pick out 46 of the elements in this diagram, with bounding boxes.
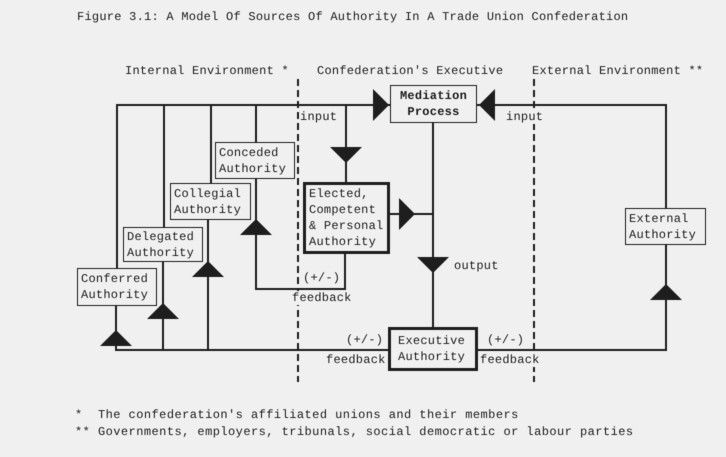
arrow bbox=[345, 89, 391, 121]
box-label: Mediation Process bbox=[398, 88, 468, 120]
box-label: Collegial Authority bbox=[174, 186, 242, 218]
connector-line bbox=[116, 104, 165, 269]
footnote: ** Governments, employers, tribunals, social democratic or labour parties bbox=[75, 425, 634, 439]
process-box bbox=[390, 85, 477, 123]
connector-line bbox=[210, 104, 257, 106]
box-label: Elected, Competent & Personal Authority bbox=[309, 186, 385, 250]
connector-line bbox=[162, 349, 209, 351]
box-label: Conferred Authority bbox=[81, 271, 150, 303]
arrow bbox=[389, 198, 434, 230]
arrow bbox=[330, 104, 362, 183]
sign-label: (+/-) bbox=[487, 333, 524, 347]
flow-label: output bbox=[454, 259, 499, 273]
connector-line bbox=[210, 104, 212, 184]
flow-label: feedback bbox=[292, 291, 352, 305]
box-label: Delegated Authority bbox=[127, 228, 196, 260]
connector-line bbox=[207, 349, 389, 351]
flow-label: input bbox=[506, 110, 544, 124]
figure-title: Figure 3.1: A Model Of Sources Of Authority In A Trade Union Confederation bbox=[77, 10, 628, 24]
box-label: External Authority bbox=[629, 210, 698, 242]
sign-label: (+/-) bbox=[303, 271, 340, 285]
arrow bbox=[477, 244, 682, 351]
process-box bbox=[388, 327, 478, 371]
arrow bbox=[192, 219, 224, 351]
process-box bbox=[77, 268, 157, 306]
arrow bbox=[417, 213, 449, 328]
connector-line bbox=[255, 104, 347, 106]
connector-line bbox=[255, 104, 257, 143]
box-label: Conceded Authority bbox=[219, 144, 288, 176]
process-box bbox=[625, 208, 706, 245]
process-box bbox=[303, 182, 390, 254]
arrow bbox=[100, 305, 164, 351]
connector-line bbox=[163, 104, 165, 228]
arrow bbox=[240, 178, 346, 290]
connector-line bbox=[163, 104, 212, 106]
flow-label: feedback bbox=[480, 353, 540, 367]
flow-label: input bbox=[300, 110, 338, 124]
connector-line bbox=[432, 122, 434, 215]
box-label: Executive Authority bbox=[398, 333, 466, 365]
arrow bbox=[476, 89, 667, 209]
process-box bbox=[123, 227, 203, 262]
arrow bbox=[147, 261, 179, 351]
sign-label: (+/-) bbox=[346, 333, 384, 347]
process-box bbox=[215, 142, 295, 179]
process-box bbox=[170, 183, 251, 220]
